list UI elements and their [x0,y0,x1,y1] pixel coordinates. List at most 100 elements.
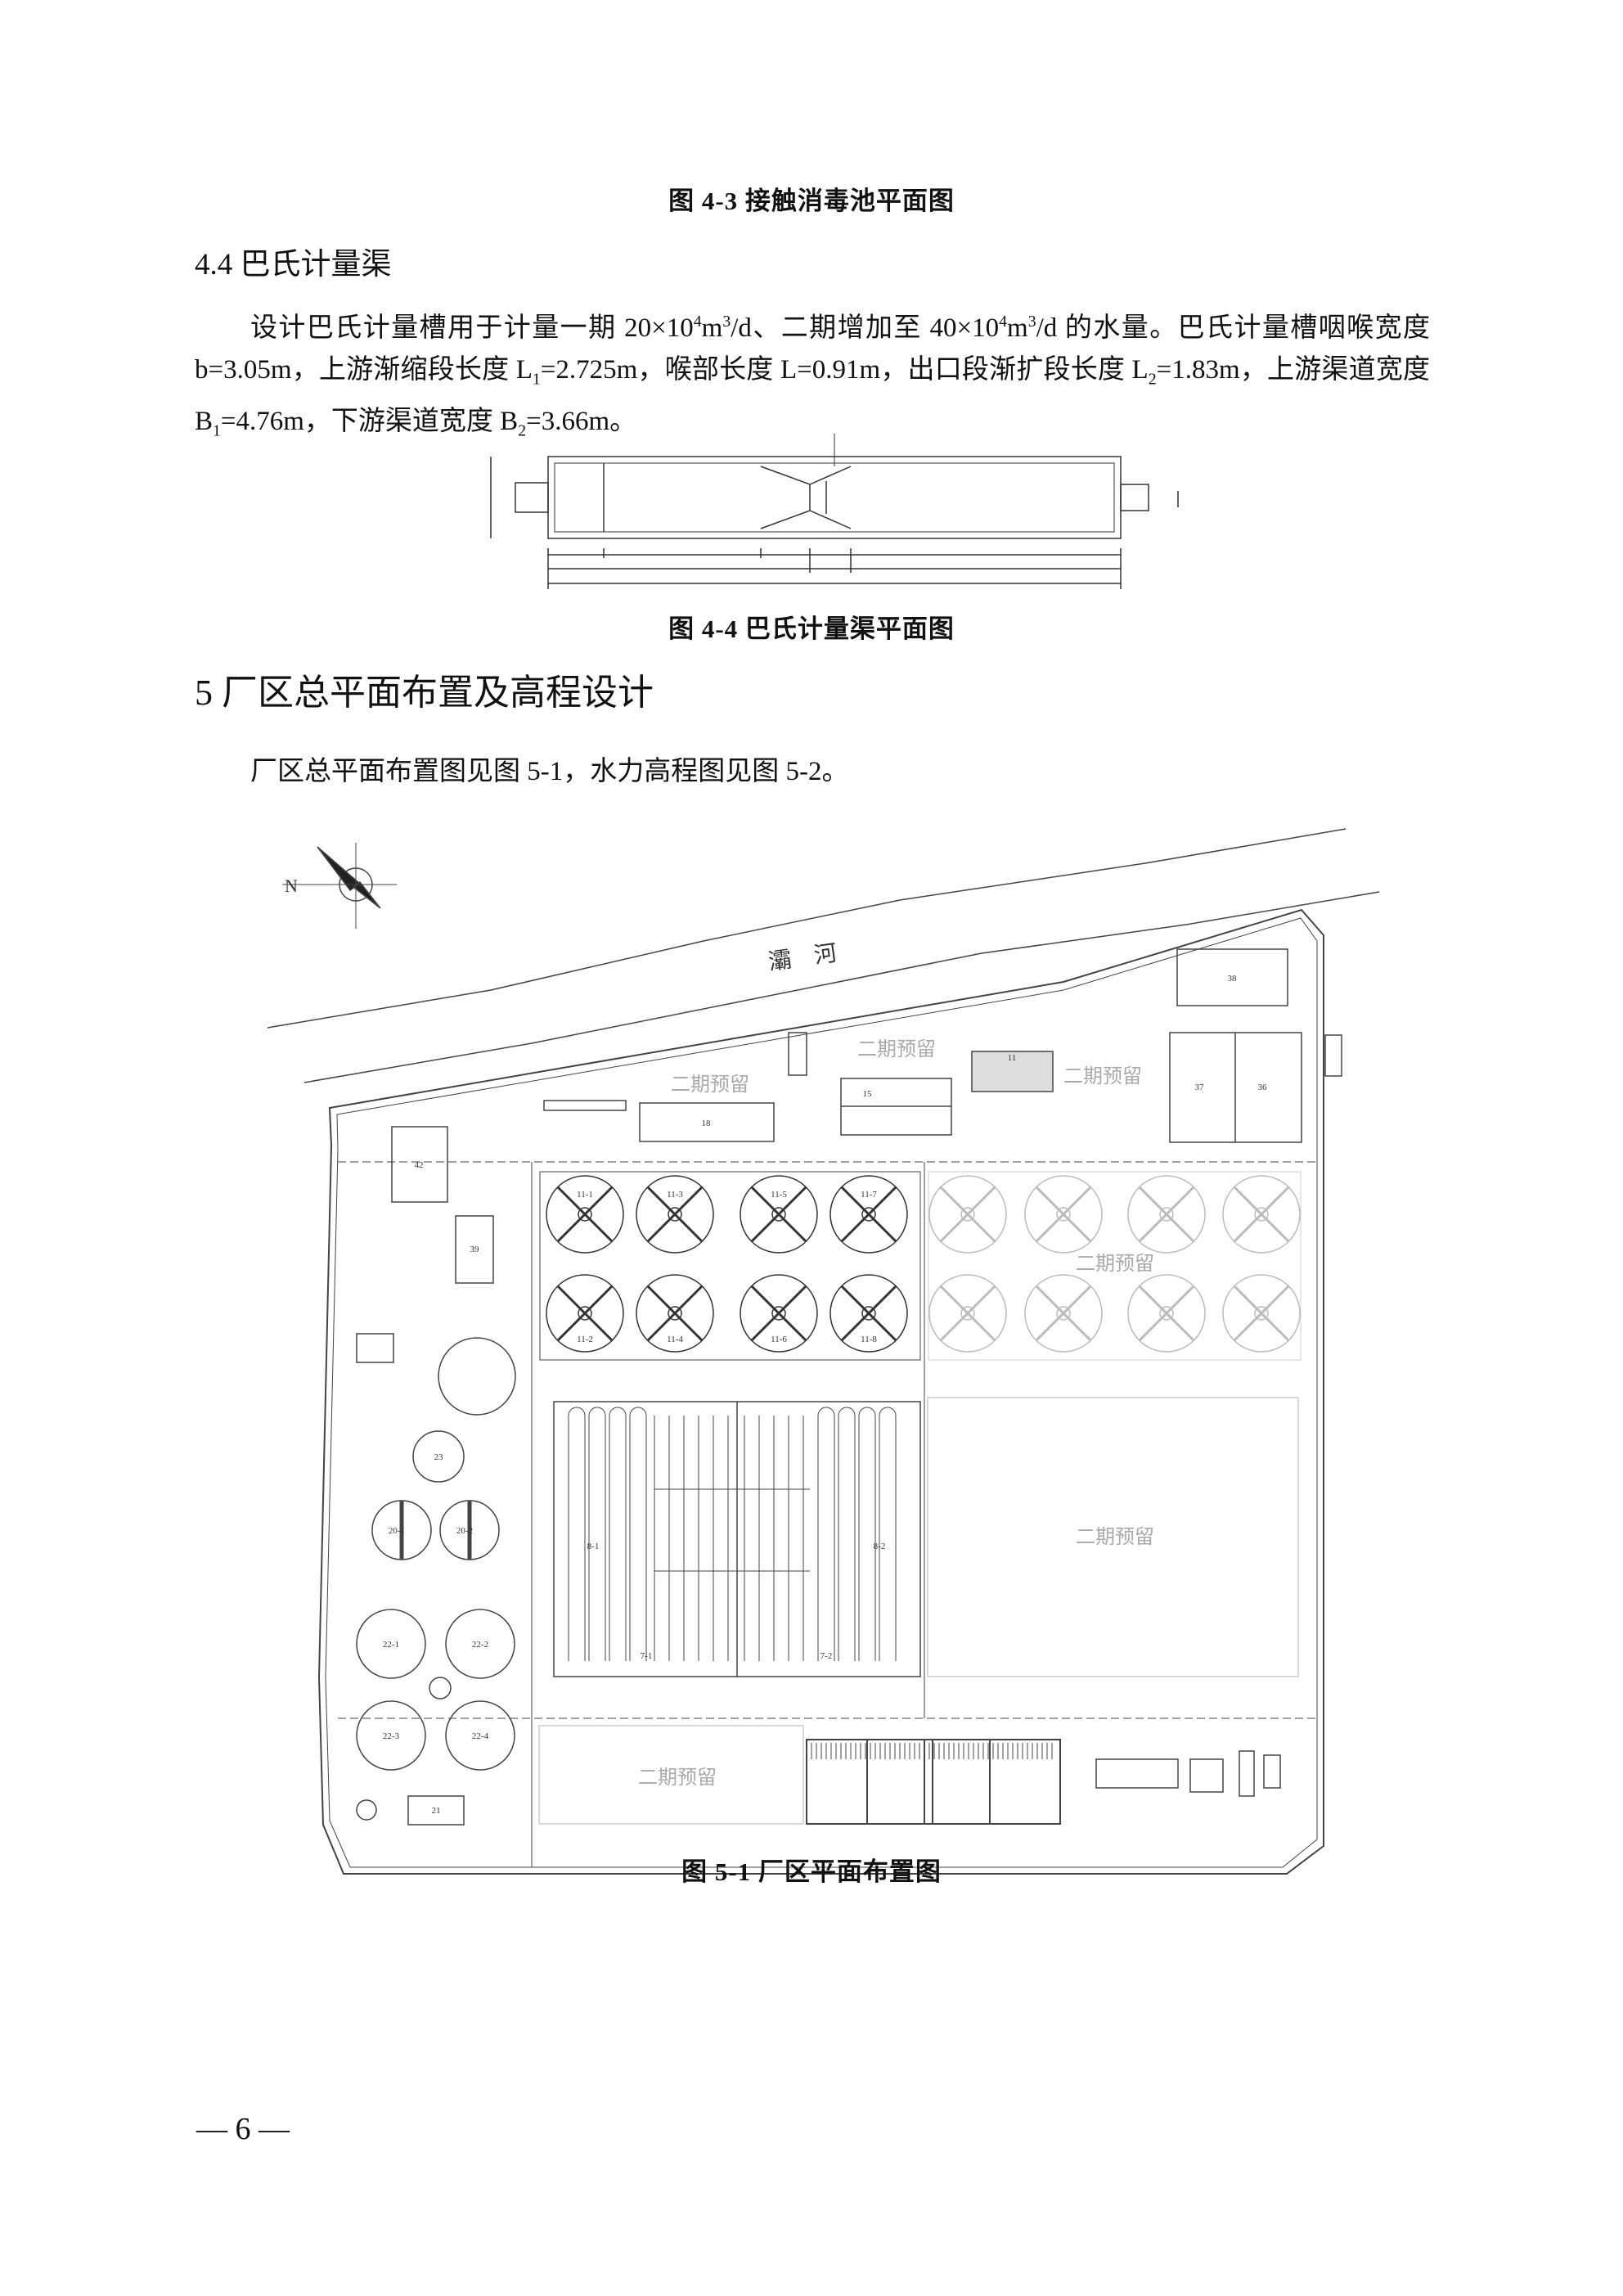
clarifier-center [668,1306,682,1321]
svg-text:23: 23 [434,1452,444,1462]
clarifier [546,1175,624,1254]
svg-text:8-2: 8-2 [874,1542,886,1551]
clarifier [1222,1175,1301,1254]
svg-text:11-5: 11-5 [771,1190,787,1200]
svg-text:15: 15 [863,1089,873,1099]
north-arrow-icon: N [282,843,397,929]
figure-5-1-caption: 图 5-1 厂区平面布置图 [681,1857,942,1886]
parshall-flume-drawing [490,434,1179,589]
svg-text:11-8: 11-8 [861,1335,877,1344]
clarifier-bridge [939,1285,996,1342]
clarifier-center [1254,1306,1269,1321]
clarifier-center [1254,1207,1269,1222]
svg-text:11-6: 11-6 [771,1335,787,1344]
svg-text:36: 36 [1258,1083,1268,1092]
clarifier-bridge [646,1186,704,1243]
svg-text:22-1: 22-1 [383,1640,399,1650]
clarifier-bridge [1233,1186,1290,1243]
clarifier [829,1274,908,1353]
clarifier-bridge [1233,1285,1290,1342]
svg-text:18: 18 [702,1119,712,1128]
bio-channel [879,1407,897,1661]
svg-text:11-1: 11-1 [577,1190,593,1200]
svg-text:7-2: 7-2 [820,1651,833,1661]
clarifier-center [861,1306,876,1321]
svg-text:42: 42 [415,1160,424,1170]
clarifier-bridge [646,1285,704,1342]
reserved-label: 二期预留 [671,1074,749,1096]
svg-text:37: 37 [1195,1083,1205,1092]
svg-text:8-1: 8-1 [587,1542,600,1551]
section-5-paragraph: 厂区总平面布置图见图 5-1，水力高程图见图 5-2。 [250,757,849,786]
clarifier [1127,1274,1206,1353]
reserved-label: 二期预留 [857,1038,936,1060]
svg-text:7-1: 7-1 [641,1651,653,1661]
clarifier-bridge [1035,1186,1092,1243]
clarifier-bridge [750,1186,807,1243]
clarifier-center [578,1306,592,1321]
clarifier-bridge [939,1186,996,1243]
svg-text:22-4: 22-4 [472,1731,489,1741]
clarifier-bridge [556,1186,614,1243]
clarifier-center [578,1207,592,1222]
clarifier [546,1274,624,1353]
clarifier-center [1056,1306,1071,1321]
clarifier-center [771,1306,786,1321]
svg-text:20-1: 20-1 [389,1526,405,1536]
svg-text:21: 21 [432,1806,441,1816]
clarifier-center [1159,1306,1174,1321]
bio-channel [817,1407,835,1661]
bio-channel [629,1407,647,1661]
clarifier [636,1274,714,1353]
clarifier-center [1159,1207,1174,1222]
clarifier [1222,1274,1301,1353]
clarifier [829,1175,908,1254]
clarifier-bridge [556,1285,614,1342]
reserved-label: 二期预留 [1076,1253,1154,1275]
clarifier-bridge [1035,1285,1092,1342]
svg-text:11-2: 11-2 [577,1335,593,1344]
clarifier [928,1274,1007,1353]
section-5-heading: 5 厂区总平面布置及高程设计 [195,673,654,713]
page-number: — 6 — [196,2112,290,2146]
clarifier [636,1175,714,1254]
clarifier-bridge [750,1285,807,1342]
bio-channel [588,1407,606,1661]
figure-4-4-caption: 图 4-4 巴氏计量渠平面图 [668,615,955,643]
reserved-label: 二期预留 [1063,1065,1142,1087]
river-label: 灞 河 [767,941,839,975]
clarifier-center [668,1207,682,1222]
clarifier-bridge [840,1285,897,1342]
svg-text:20-2: 20-2 [456,1526,473,1536]
clarifier [1127,1175,1206,1254]
site-plan-drawing: N 灞 河 二期预留 二期预留 二期预留 [267,828,1380,1875]
section-4-4-heading: 4.4 巴氏计量渠 [195,248,392,281]
svg-text:39: 39 [470,1245,480,1254]
clarifier [740,1175,818,1254]
svg-text:11: 11 [1008,1053,1017,1063]
section-4-4-paragraph: 设计巴氏计量槽用于计量一期 20×104m3/d、二期增加至 40×104m3/… [195,313,1431,440]
svg-text:11-7: 11-7 [861,1190,877,1200]
reserved-label: 二期预留 [1076,1526,1154,1548]
clarifier [740,1274,818,1353]
clarifier-center [960,1207,975,1222]
bio-channel [568,1407,586,1661]
svg-text:22-2: 22-2 [472,1640,488,1650]
clarifier-center [1056,1207,1071,1222]
clarifier [1024,1274,1103,1353]
clarifier [1024,1175,1103,1254]
clarifier-center [960,1306,975,1321]
reserved-label: 二期预留 [638,1767,717,1789]
bio-channel [838,1407,856,1661]
bio-channel [609,1407,627,1661]
clarifier-bridge [840,1186,897,1243]
svg-text:11-3: 11-3 [667,1190,683,1200]
figure-4-3-caption: 图 4-3 接触消毒池平面图 [668,187,955,215]
clarifier [928,1175,1007,1254]
svg-text:22-3: 22-3 [383,1731,400,1741]
svg-text:38: 38 [1228,974,1238,984]
clarifier-bridge [1138,1285,1195,1342]
clarifier-bridge [1138,1186,1195,1243]
svg-text:11-4: 11-4 [667,1335,683,1344]
clarifier-center [861,1207,876,1222]
